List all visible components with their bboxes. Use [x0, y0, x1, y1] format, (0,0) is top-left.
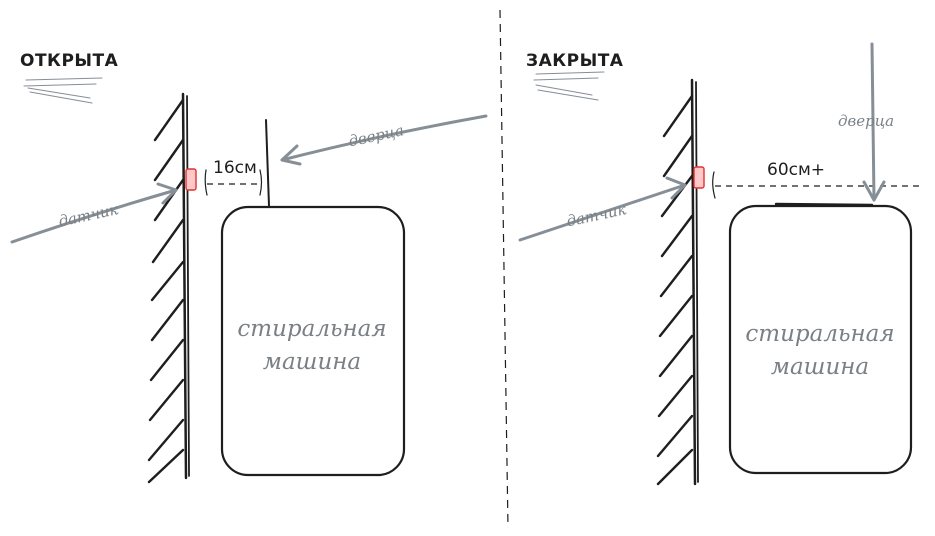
sensor-arrow-open — [10, 182, 178, 244]
washing-machine-open — [220, 205, 406, 477]
sensor-open — [185, 168, 197, 191]
title-scribble-closed — [533, 71, 605, 101]
sensor-closed — [693, 166, 705, 189]
dimension-line-open — [204, 169, 263, 196]
wall-closed — [656, 78, 699, 486]
door-label-open: дверца — [347, 121, 406, 150]
panel-title-closed: ЗАКРЫТА — [526, 51, 624, 71]
door-label-closed: дверца — [838, 112, 894, 130]
sensor-arrow-closed — [518, 176, 687, 242]
machine-label-line1-open: стиральная — [237, 316, 386, 342]
title-scribble-open — [23, 77, 103, 104]
sensor-label-closed: датчик — [565, 200, 628, 230]
panel-divider — [499, 9, 509, 529]
door-open — [265, 119, 270, 207]
washing-machine-closed — [728, 204, 913, 475]
dimension-line-closed — [712, 171, 924, 199]
wall-open — [147, 92, 190, 484]
panel-open: ОТКРЫТА 16см стиральная машина дверца — [10, 51, 488, 484]
sensor-label-open: датчик — [57, 200, 120, 230]
panel-title-open: ОТКРЫТА — [20, 51, 119, 71]
door-arrow-open — [280, 114, 488, 166]
machine-label-line2-closed: машина — [771, 354, 869, 380]
machine-label-line2-open: машина — [263, 349, 361, 375]
door-closed — [774, 202, 874, 207]
machine-label-line1-closed: стиральная — [745, 321, 894, 347]
panel-closed: ЗАКРЫТА 60см+ стиральная машина дверца — [518, 42, 924, 486]
distance-label-closed: 60см+ — [767, 160, 825, 180]
door-arrow-closed — [862, 42, 886, 202]
distance-label-open: 16см — [213, 158, 257, 178]
